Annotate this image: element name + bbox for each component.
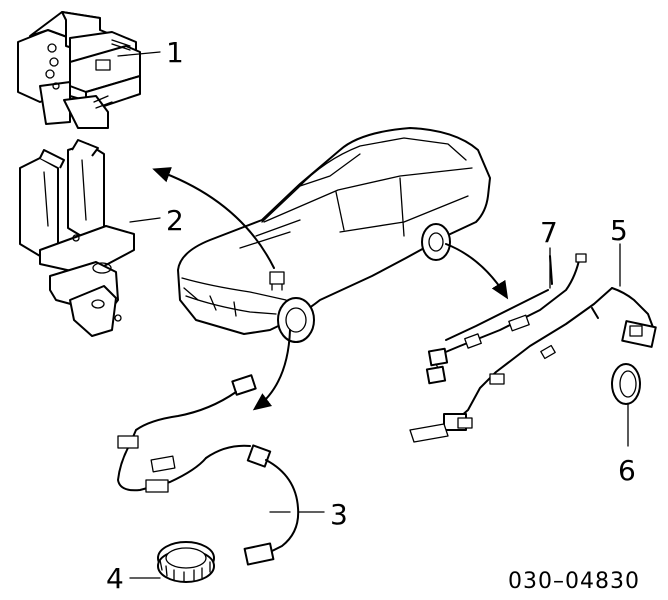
arrow-to-bracket xyxy=(152,167,275,269)
callout-2: 2 xyxy=(166,204,184,237)
abs-actuator-unit xyxy=(17,11,141,129)
callout-leader-2 xyxy=(129,217,161,223)
vehicle-outline xyxy=(177,127,491,343)
arrow-to-front-sensor xyxy=(252,329,291,411)
callout-7: 7 xyxy=(540,216,558,249)
callout-5: 5 xyxy=(610,214,628,247)
rear-wheel-speed-sensor xyxy=(409,287,657,443)
callout-3: 3 xyxy=(330,498,348,531)
front-wheel-speed-sensor xyxy=(117,374,300,566)
callout-6: 6 xyxy=(618,454,636,487)
callout-1: 1 xyxy=(166,36,184,69)
rear-sensor-harness xyxy=(425,253,587,385)
front-sensor-rotor xyxy=(157,541,215,583)
reference-code: 030–04830 xyxy=(508,569,640,594)
arrow-to-rear-sensor xyxy=(445,243,509,300)
actuator-mounting-bracket xyxy=(19,139,135,337)
callout-4: 4 xyxy=(106,562,124,595)
callout-leader-1 xyxy=(117,51,161,57)
rear-sensor-rotor xyxy=(611,363,641,405)
